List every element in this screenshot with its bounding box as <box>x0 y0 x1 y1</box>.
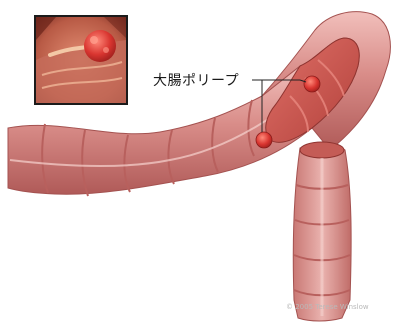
polyp-upper <box>304 76 320 92</box>
polyp-label: 大腸ポリープ <box>153 70 239 90</box>
copyright-watermark: © 2005 Terese Winslow <box>286 303 369 311</box>
descending-colon <box>293 142 351 321</box>
opened-colon-section <box>262 12 390 150</box>
polyp-lower <box>256 132 272 148</box>
endoscopic-inset <box>34 15 128 105</box>
